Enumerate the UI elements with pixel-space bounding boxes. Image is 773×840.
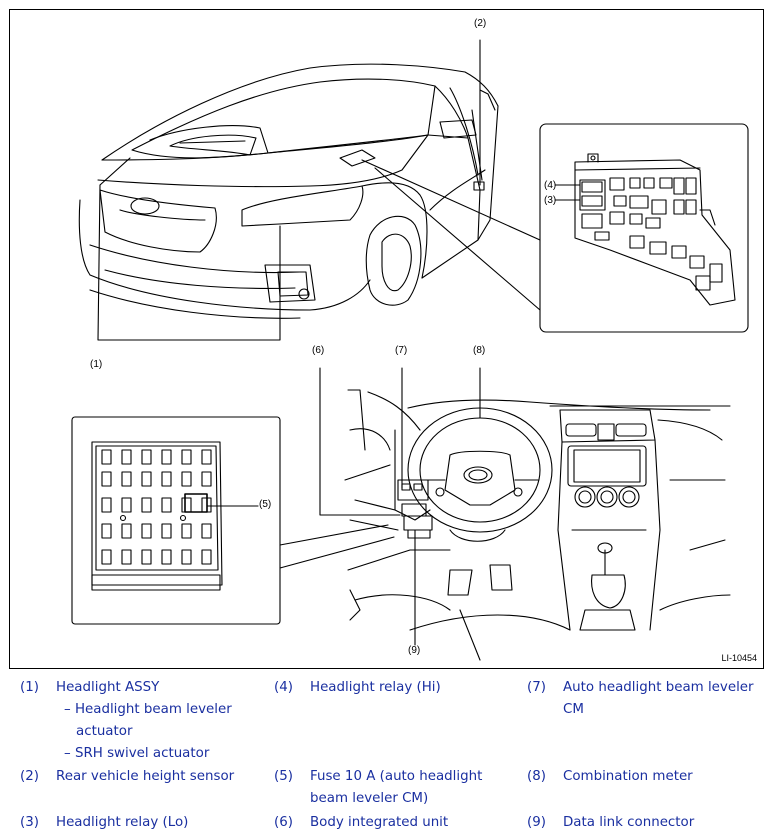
legend-number: (5) — [274, 769, 293, 784]
legend-subitem: actuator — [76, 724, 133, 739]
callout-9: (9) — [408, 645, 421, 656]
component-location-figure: (2) (4) (3) (1) (6) (7) (8) (5) (9) LI-1… — [9, 9, 764, 669]
vehicle-drawing — [78, 39, 541, 341]
fuse — [161, 523, 172, 539]
fuse — [121, 449, 132, 465]
legend-number: (1) — [20, 680, 39, 695]
legend-text: Fuse 10 A (auto headlight — [310, 769, 483, 784]
callout-1: (1) — [90, 359, 103, 370]
legend-text: Body integrated unit — [310, 815, 449, 830]
fuse — [141, 523, 152, 539]
legend-number: (9) — [527, 815, 546, 830]
fuse — [201, 523, 212, 539]
fuse — [121, 523, 132, 539]
callout-3: (3) — [544, 195, 557, 206]
fuse — [121, 549, 132, 565]
callout-4: (4) — [544, 180, 557, 191]
legend-text: Rear vehicle height sensor — [56, 769, 235, 784]
callout-2: (2) — [474, 18, 487, 29]
fuse — [201, 471, 212, 487]
fuse — [101, 449, 112, 465]
callout-5: (5) — [259, 499, 272, 510]
legend-text: Data link connector — [563, 815, 695, 830]
legend-subitem: – SRH swivel actuator — [64, 746, 210, 761]
relay-box-inset — [539, 123, 749, 333]
callout-6: (6) — [312, 345, 325, 356]
fuse — [201, 449, 212, 465]
fuse — [161, 449, 172, 465]
fuse — [101, 497, 112, 513]
fuse-box-inset — [71, 416, 395, 625]
fuse — [181, 449, 192, 465]
legend-number: (4) — [274, 680, 293, 695]
fuse — [161, 549, 172, 565]
legend-number: (8) — [527, 769, 546, 784]
line-drawing — [71, 39, 749, 661]
fuse — [121, 497, 132, 513]
legend-text: Headlight relay (Lo) — [56, 815, 189, 830]
fuse — [101, 523, 112, 539]
legend-text: Headlight ASSY — [56, 680, 160, 695]
fuse — [121, 471, 132, 487]
fuse — [181, 523, 192, 539]
legend-number: (7) — [527, 680, 546, 695]
legend-text: Headlight relay (Hi) — [310, 680, 441, 695]
fuse — [201, 549, 212, 565]
fuse — [161, 497, 172, 513]
legend-number: (2) — [20, 769, 39, 784]
callout-8: (8) — [473, 345, 486, 356]
fuse — [141, 497, 152, 513]
legend-number: (3) — [20, 815, 39, 830]
legend-number: (6) — [274, 815, 293, 830]
fuse — [181, 471, 192, 487]
legend-text-continued: beam leveler CM) — [310, 791, 429, 806]
fuse — [141, 549, 152, 565]
fuse — [181, 497, 192, 513]
fuse — [161, 471, 172, 487]
legend-subitem: – Headlight beam leveler — [64, 702, 232, 717]
fuse — [141, 449, 152, 465]
legend-text: Combination meter — [563, 769, 693, 784]
figure-id: LI-10454 — [721, 653, 757, 663]
legend: (1) Headlight ASSY – Headlight beam leve… — [0, 673, 773, 840]
fuse — [141, 471, 152, 487]
interior-drawing — [319, 367, 731, 661]
legend-text-continued: CM — [563, 702, 584, 717]
fuse — [181, 549, 192, 565]
legend-text: Auto headlight beam leveler — [563, 680, 754, 695]
callout-7: (7) — [395, 345, 408, 356]
fuse — [101, 549, 112, 565]
fuse — [101, 471, 112, 487]
